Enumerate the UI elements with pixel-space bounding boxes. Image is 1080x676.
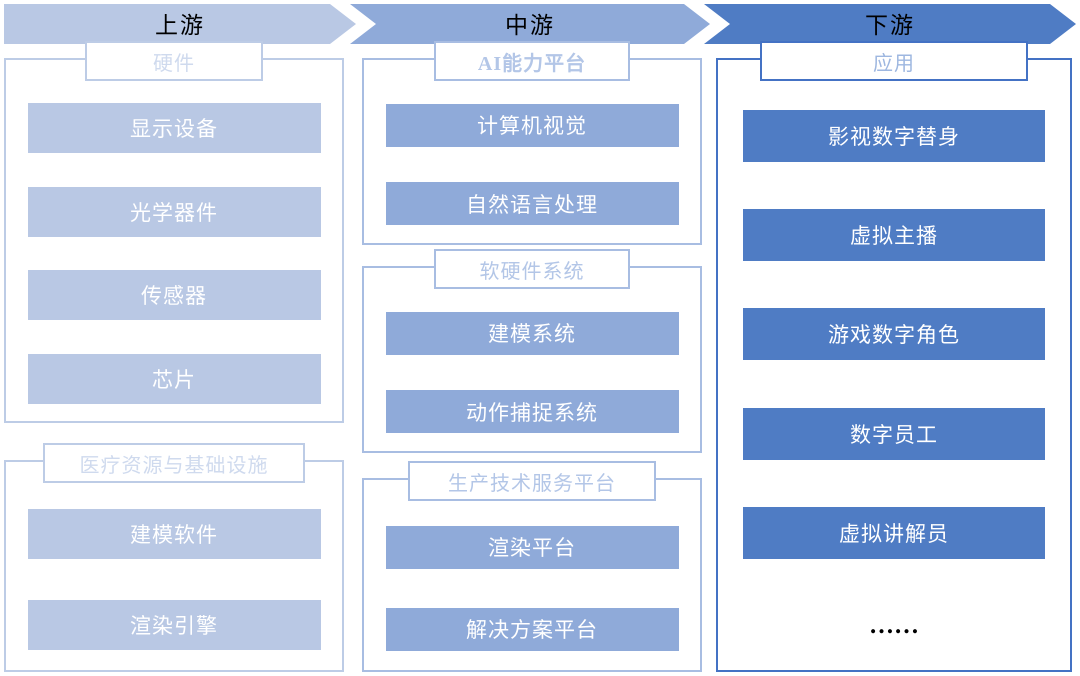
header-segment-downstream-label: 下游 xyxy=(865,13,915,38)
item-virtual-anchor[interactable]: 虚拟主播 xyxy=(743,208,1045,261)
group-ai-platform-items: 计算机视觉 自然语言处理 xyxy=(364,60,700,243)
group-medical-resources-items: 建模软件 渲染引擎 xyxy=(6,462,342,670)
item-solution-platform[interactable]: 解决方案平台 xyxy=(385,607,679,651)
header-segment-midstream-label: 中游 xyxy=(505,13,555,38)
group-hw-sw-system[interactable]: 软硬件系统 建模系统 动作捕捉系统 xyxy=(362,249,702,453)
header-segment-upstream[interactable]: 上游 xyxy=(4,4,356,44)
group-medical-resources[interactable]: 医疗资源与基础设施 建模软件 渲染引擎 xyxy=(4,443,344,672)
item-render-platform[interactable]: 渲染平台 xyxy=(385,525,679,569)
item-computer-vision[interactable]: 计算机视觉 xyxy=(385,103,679,147)
group-hardware-items: 显示设备 光学器件 传感器 芯片 xyxy=(6,60,342,421)
group-application-title: 应用 xyxy=(760,41,1028,81)
group-production-service-platform[interactable]: 生产技术服务平台 渲染平台 解决方案平台 xyxy=(362,461,702,672)
item-display-device[interactable]: 显示设备 xyxy=(27,102,321,153)
item-digital-employee[interactable]: 数字员工 xyxy=(743,407,1045,460)
item-render-engine[interactable]: 渲染引擎 xyxy=(27,599,321,650)
item-modeling-software[interactable]: 建模软件 xyxy=(27,508,321,559)
item-chip[interactable]: 芯片 xyxy=(27,354,321,405)
item-optical-component[interactable]: 光学器件 xyxy=(27,186,321,237)
group-hardware[interactable]: 硬件 显示设备 光学器件 传感器 芯片 xyxy=(4,41,344,423)
group-production-service-platform-title: 生产技术服务平台 xyxy=(408,461,656,501)
item-sensor[interactable]: 传感器 xyxy=(27,270,321,321)
header-segment-upstream-label: 上游 xyxy=(155,13,205,38)
group-application[interactable]: 应用 影视数字替身 虚拟主播 游戏数字角色 数字员工 虚拟讲解员 …… xyxy=(716,41,1072,672)
item-modeling-system[interactable]: 建模系统 xyxy=(385,311,679,355)
value-chain-header: 上游 中游 下游 xyxy=(0,4,1080,44)
item-more-ellipsis: …… xyxy=(869,612,919,640)
group-application-items: 影视数字替身 虚拟主播 游戏数字角色 数字员工 虚拟讲解员 …… xyxy=(718,60,1070,670)
group-ai-platform-title: AI能力平台 xyxy=(434,41,630,81)
item-film-digital-double[interactable]: 影视数字替身 xyxy=(743,109,1045,162)
item-motion-capture-system[interactable]: 动作捕捉系统 xyxy=(385,390,679,434)
group-medical-resources-title: 医疗资源与基础设施 xyxy=(43,443,305,483)
group-ai-platform[interactable]: AI能力平台 计算机视觉 自然语言处理 xyxy=(362,41,702,245)
header-segment-midstream[interactable]: 中游 xyxy=(350,4,710,44)
item-game-digital-character[interactable]: 游戏数字角色 xyxy=(743,308,1045,361)
group-hw-sw-system-title: 软硬件系统 xyxy=(434,249,630,289)
group-hw-sw-system-items: 建模系统 动作捕捉系统 xyxy=(364,268,700,451)
item-virtual-presenter[interactable]: 虚拟讲解员 xyxy=(743,506,1045,559)
header-segment-downstream[interactable]: 下游 xyxy=(704,4,1076,44)
group-production-service-platform-items: 渲染平台 解决方案平台 xyxy=(364,480,700,670)
item-nlp[interactable]: 自然语言处理 xyxy=(385,182,679,226)
group-hardware-title: 硬件 xyxy=(85,41,263,81)
